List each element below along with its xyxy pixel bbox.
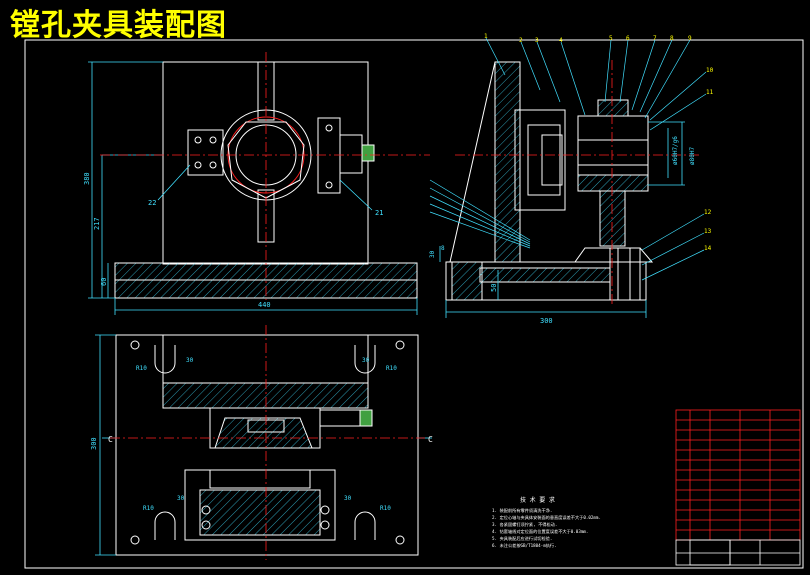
side-dim-width: 300 bbox=[540, 317, 553, 325]
front-label-22: 22 bbox=[148, 199, 156, 207]
top-center-lines bbox=[110, 325, 425, 560]
front-dim-width: 440 bbox=[258, 301, 271, 309]
tech-note-line: 5. 夹具装配后应进行试切检验. bbox=[492, 535, 552, 542]
front-dim-base-height: 60 bbox=[100, 278, 108, 286]
front-label-21: 21 bbox=[375, 209, 383, 217]
front-left-clamp bbox=[187, 129, 224, 176]
top-dim-slot: 30 bbox=[186, 357, 194, 364]
top-dim-radius: R10 bbox=[143, 505, 154, 512]
side-balloon: 3 bbox=[535, 37, 539, 44]
section-mark-right: C bbox=[428, 435, 433, 444]
side-balloon: 9 bbox=[688, 35, 692, 42]
side-bushing-holder bbox=[514, 109, 566, 211]
front-body-plate bbox=[162, 61, 369, 265]
tech-note-line: 2. 定位心轴与夹具体安装面的垂直度误差不大于0.02mm. bbox=[492, 514, 601, 521]
side-base bbox=[445, 261, 647, 301]
side-balloon: 13 bbox=[704, 228, 712, 235]
side-view bbox=[429, 37, 707, 318]
tech-note-line: 4. 钻套轴线对定位面的位置度误差不大于0.03mm. bbox=[492, 528, 588, 535]
top-dim-radius: R10 bbox=[380, 505, 391, 512]
title-block bbox=[675, 409, 801, 566]
front-center-lines bbox=[100, 52, 430, 300]
side-mandrel-top bbox=[597, 99, 629, 117]
side-center-lines bbox=[455, 60, 700, 305]
side-balloon: 14 bbox=[704, 245, 712, 252]
side-dim-base: 50 bbox=[490, 284, 498, 292]
side-dim-30: 30 bbox=[429, 250, 436, 258]
top-clamp bbox=[319, 409, 361, 427]
tech-note-line: 3. 各紧固螺钉须拧紧, 不得松动. bbox=[492, 521, 557, 528]
tech-notes-title: 技 术 要 求 bbox=[520, 496, 555, 504]
side-balloon: 1 bbox=[484, 33, 488, 40]
top-dim-slot: 30 bbox=[177, 495, 185, 502]
top-view bbox=[95, 334, 432, 556]
side-column bbox=[599, 190, 626, 247]
side-balloon: 4 bbox=[559, 37, 563, 44]
side-balloon: 11 bbox=[706, 89, 714, 96]
side-balloon: 12 bbox=[704, 209, 712, 216]
top-clamp-handle bbox=[359, 409, 373, 427]
side-balloon: 6 bbox=[626, 35, 630, 42]
side-dim-8: 8 bbox=[441, 245, 445, 252]
side-dim-fit: ø60H7/g6 bbox=[672, 136, 679, 165]
drawing-frame bbox=[24, 39, 804, 569]
top-dim-radius: R10 bbox=[386, 365, 397, 372]
side-balloon: 7 bbox=[653, 35, 657, 42]
front-dim-center-height: 217 bbox=[93, 217, 101, 230]
top-dim-slot: 30 bbox=[362, 357, 370, 364]
side-balloon: 2 bbox=[519, 37, 523, 44]
front-view bbox=[88, 61, 418, 315]
tech-note-line: 1. 装配前所有零件须清洗干净. bbox=[492, 507, 552, 514]
front-dim-height: 380 bbox=[83, 172, 91, 185]
drawing-title: 镗孔夹具装配图 bbox=[10, 8, 227, 43]
side-balloon: 10 bbox=[706, 67, 714, 74]
front-clamp-handle bbox=[361, 144, 375, 162]
side-balloon: 5 bbox=[609, 35, 613, 42]
side-balloon: 8 bbox=[670, 35, 674, 42]
section-mark-left: C bbox=[108, 435, 113, 444]
top-dim-slot: 30 bbox=[344, 495, 352, 502]
top-dim-depth: 300 bbox=[90, 437, 98, 450]
tech-note-line: 6. 未注公差按GB/T1804-m执行. bbox=[492, 542, 557, 549]
top-slide bbox=[162, 382, 369, 409]
top-dim-radius: R10 bbox=[136, 365, 147, 372]
side-dim-bore: ø80H7 bbox=[689, 147, 696, 165]
